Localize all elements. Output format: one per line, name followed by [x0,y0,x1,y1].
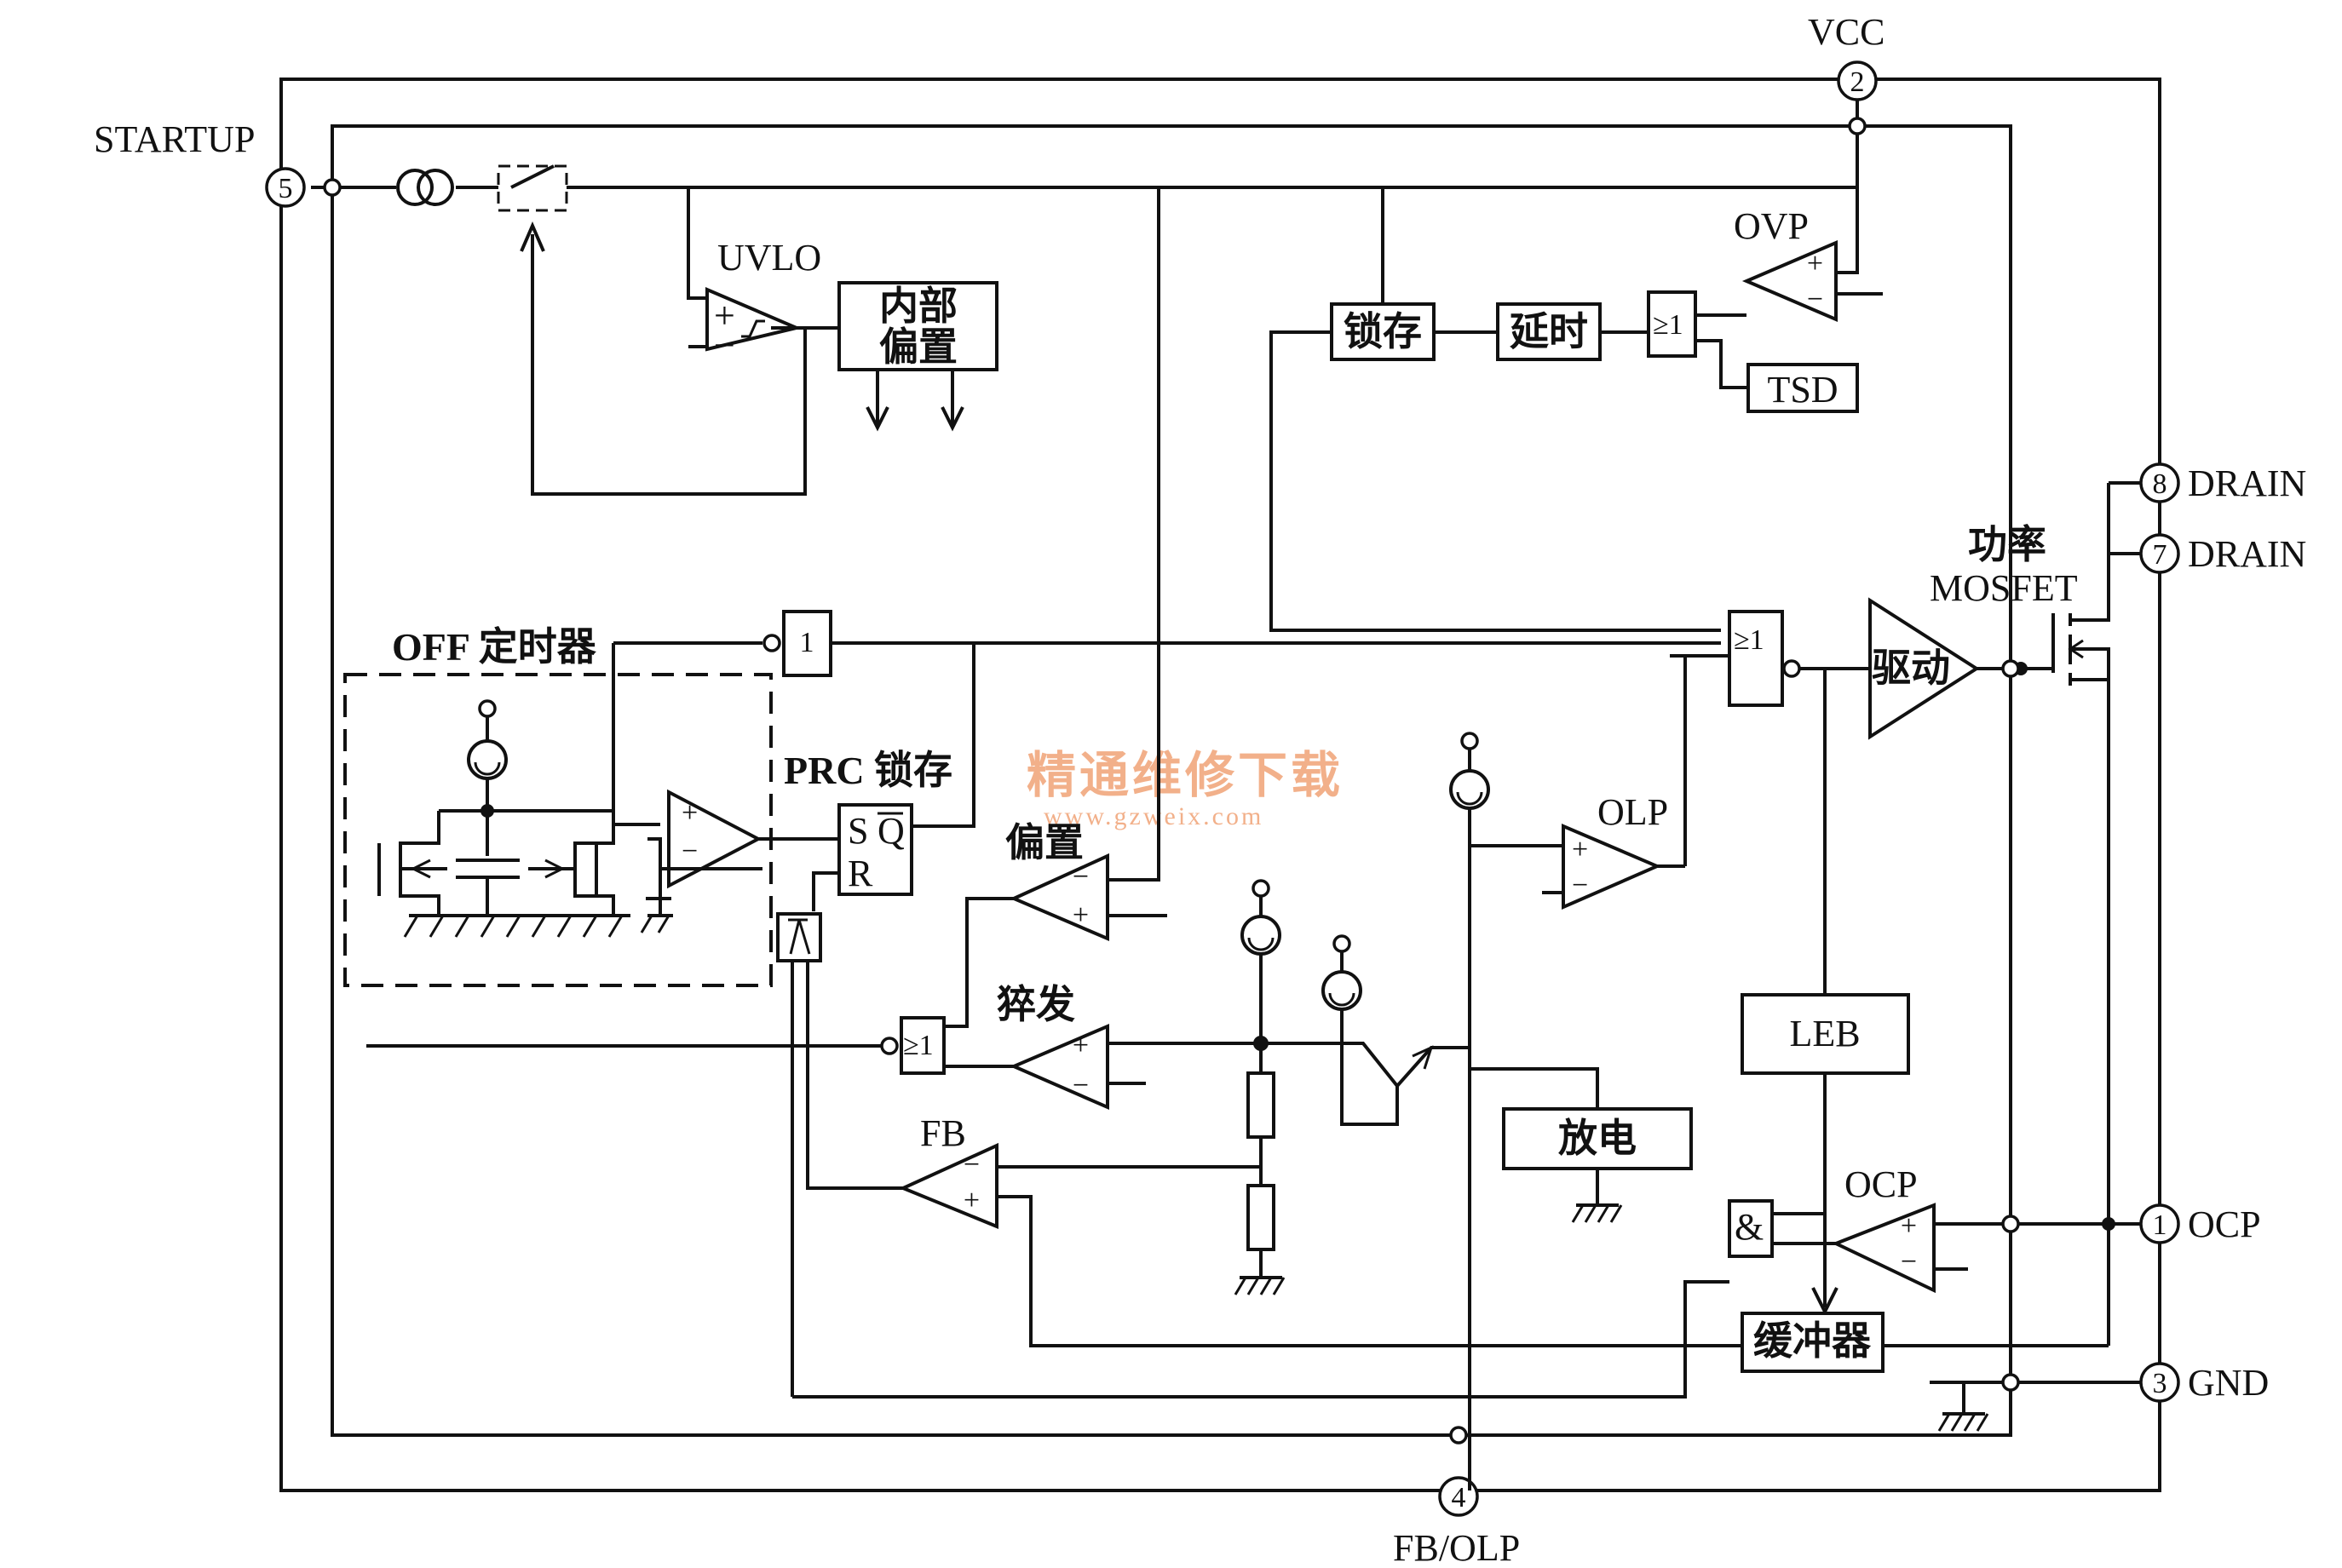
off-timer-label: OFF 定时器 [392,625,597,669]
svg-text:−: − [1073,1070,1089,1101]
ovp-label: OVP [1734,205,1809,247]
svg-text:−: − [964,1149,980,1180]
or-burst-label: ≥1 [903,1030,934,1061]
svg-text:+: + [1572,834,1588,865]
pin-3: 3 GND [2139,1362,2269,1404]
svg-text:+: + [1901,1210,1917,1242]
burst-transistor [1321,934,1470,1126]
internal-bias-line2: 偏置 [879,325,958,369]
burst-label: 猝发 [997,983,1075,1026]
leb-label: LEB [1789,1013,1860,1054]
pin-7: 7 DRAIN [2139,533,2306,575]
internal-bias-line1: 内部 [879,284,958,328]
power-mosfet: 功率 MOSFET [1930,481,2140,724]
tsd-label: TSD [1767,369,1838,411]
olp-label: OLP [1597,791,1668,833]
svg-text:−: − [682,836,698,867]
pin-7-number: 7 [2153,539,2167,571]
bias-comparator: 偏置 − + [944,187,1167,1028]
sr-s-label: S [848,810,868,852]
prc-latch: PRC 锁存 S Q R [784,749,952,911]
pin-4-label: FB/OLP [1393,1527,1520,1568]
pin-4: 4 FB/OLP [1393,1476,1520,1568]
sr-r-label: R [848,853,873,894]
olp-comparator: OLP + − [1449,732,1685,1490]
watermark-cn: 精通维修下载 [1027,748,1344,803]
pin-1: 1 OCP [2139,1203,2261,1245]
pin-2: 2 VCC [1808,11,1885,101]
startup-current-source [396,169,454,206]
uvlo-label: UVLO [717,237,821,279]
fb-label: FB [920,1112,966,1154]
svg-text:−: − [1807,284,1823,315]
reference-divider [1234,879,1342,1295]
internal-bias-block: 内部 偏置 [837,281,998,432]
burst-comparator: 猝发 + − [944,983,1261,1111]
svg-text:−: − [1572,870,1588,901]
or-mid-label: ≥1 [1734,624,1764,656]
inverter-label: 1 [800,627,814,658]
discharge-label: 放电 [1558,1117,1637,1160]
inverter-gate: 1 [762,610,1721,828]
pin-8-number: 8 [2153,468,2167,500]
pin-3-label: GND [2188,1362,2269,1404]
burst-or-gate: ≥1 [366,1016,946,1075]
and-gate: & [1728,1199,1836,1258]
fb-amplifier: FB − + [898,1112,1742,1347]
svg-text:+: + [964,1185,980,1216]
or-gate-main: ≥1 [1670,610,1801,866]
ovp-comparator: OVP + − [1734,205,1883,323]
pin-5-label: STARTUP [94,118,255,160]
pin-7-label: DRAIN [2188,533,2306,575]
pin-4-number: 4 [1452,1482,1466,1513]
pin-8-label: DRAIN [2188,462,2306,504]
off-timer-block: OFF 定时器 + − [343,625,839,987]
latch-label: 锁存 [1344,310,1422,353]
buffer-block: 缓冲器 [1741,1312,2109,1373]
junctions [323,117,2020,1445]
ocp-comparator: OCP + − [1831,724,2140,1346]
power-mosfet-label-2: MOSFET [1930,567,2078,609]
pin-1-label: OCP [2188,1203,2261,1245]
delay-label: 延时 [1510,310,1588,353]
or-top-label: ≥1 [1653,309,1683,341]
pin-3-number: 3 [2153,1368,2167,1399]
prc-latch-label: PRC 锁存 [784,749,952,792]
driver-label: 驱动 [1872,646,1950,690]
latch-block: 锁存 [1269,187,1721,632]
tsd-block: TSD [1746,363,1859,413]
watermark-url: www.gzweix.com [1044,802,1263,830]
svg-text:−: − [714,325,735,366]
package-outline [279,78,2161,1492]
sr-q-label: Q [878,810,905,852]
pin-1-number: 1 [2153,1209,2167,1241]
startup-switch [497,164,807,496]
svg-text:+: + [1807,248,1823,279]
pin-8: 8 DRAIN [2139,462,2306,504]
svg-text:−: − [1073,861,1089,893]
power-mosfet-label-1: 功率 [1968,523,2046,566]
driver-block: 驱动 [1799,597,2053,740]
bias-label: 偏置 [1005,821,1084,864]
svg-text:+: + [1073,899,1089,931]
svg-text:+: + [682,797,698,829]
svg-text:+: + [1073,1030,1089,1061]
svg-text:+: + [714,295,735,336]
and-label: & [1735,1206,1764,1248]
or-gate-top: ≥1 [1647,290,1748,389]
pin-2-number: 2 [1850,66,1865,98]
discharge-block: 放电 [1470,1067,1693,1223]
buffer-label: 缓冲器 [1753,1319,1872,1363]
pin-2-label: VCC [1808,11,1885,53]
pin-5: 5 STARTUP [94,118,306,208]
uvlo-comparator: UVLO + − [687,187,839,366]
leb-block: LEB [1741,669,1910,1316]
edge-detector [776,912,1729,1399]
gnd-network [1930,1381,2140,1432]
ocp-label: OCP [1844,1163,1918,1205]
svg-text:−: − [1901,1246,1917,1278]
delay-block: 延时 [1434,302,1649,361]
pin-5-number: 5 [279,173,293,204]
